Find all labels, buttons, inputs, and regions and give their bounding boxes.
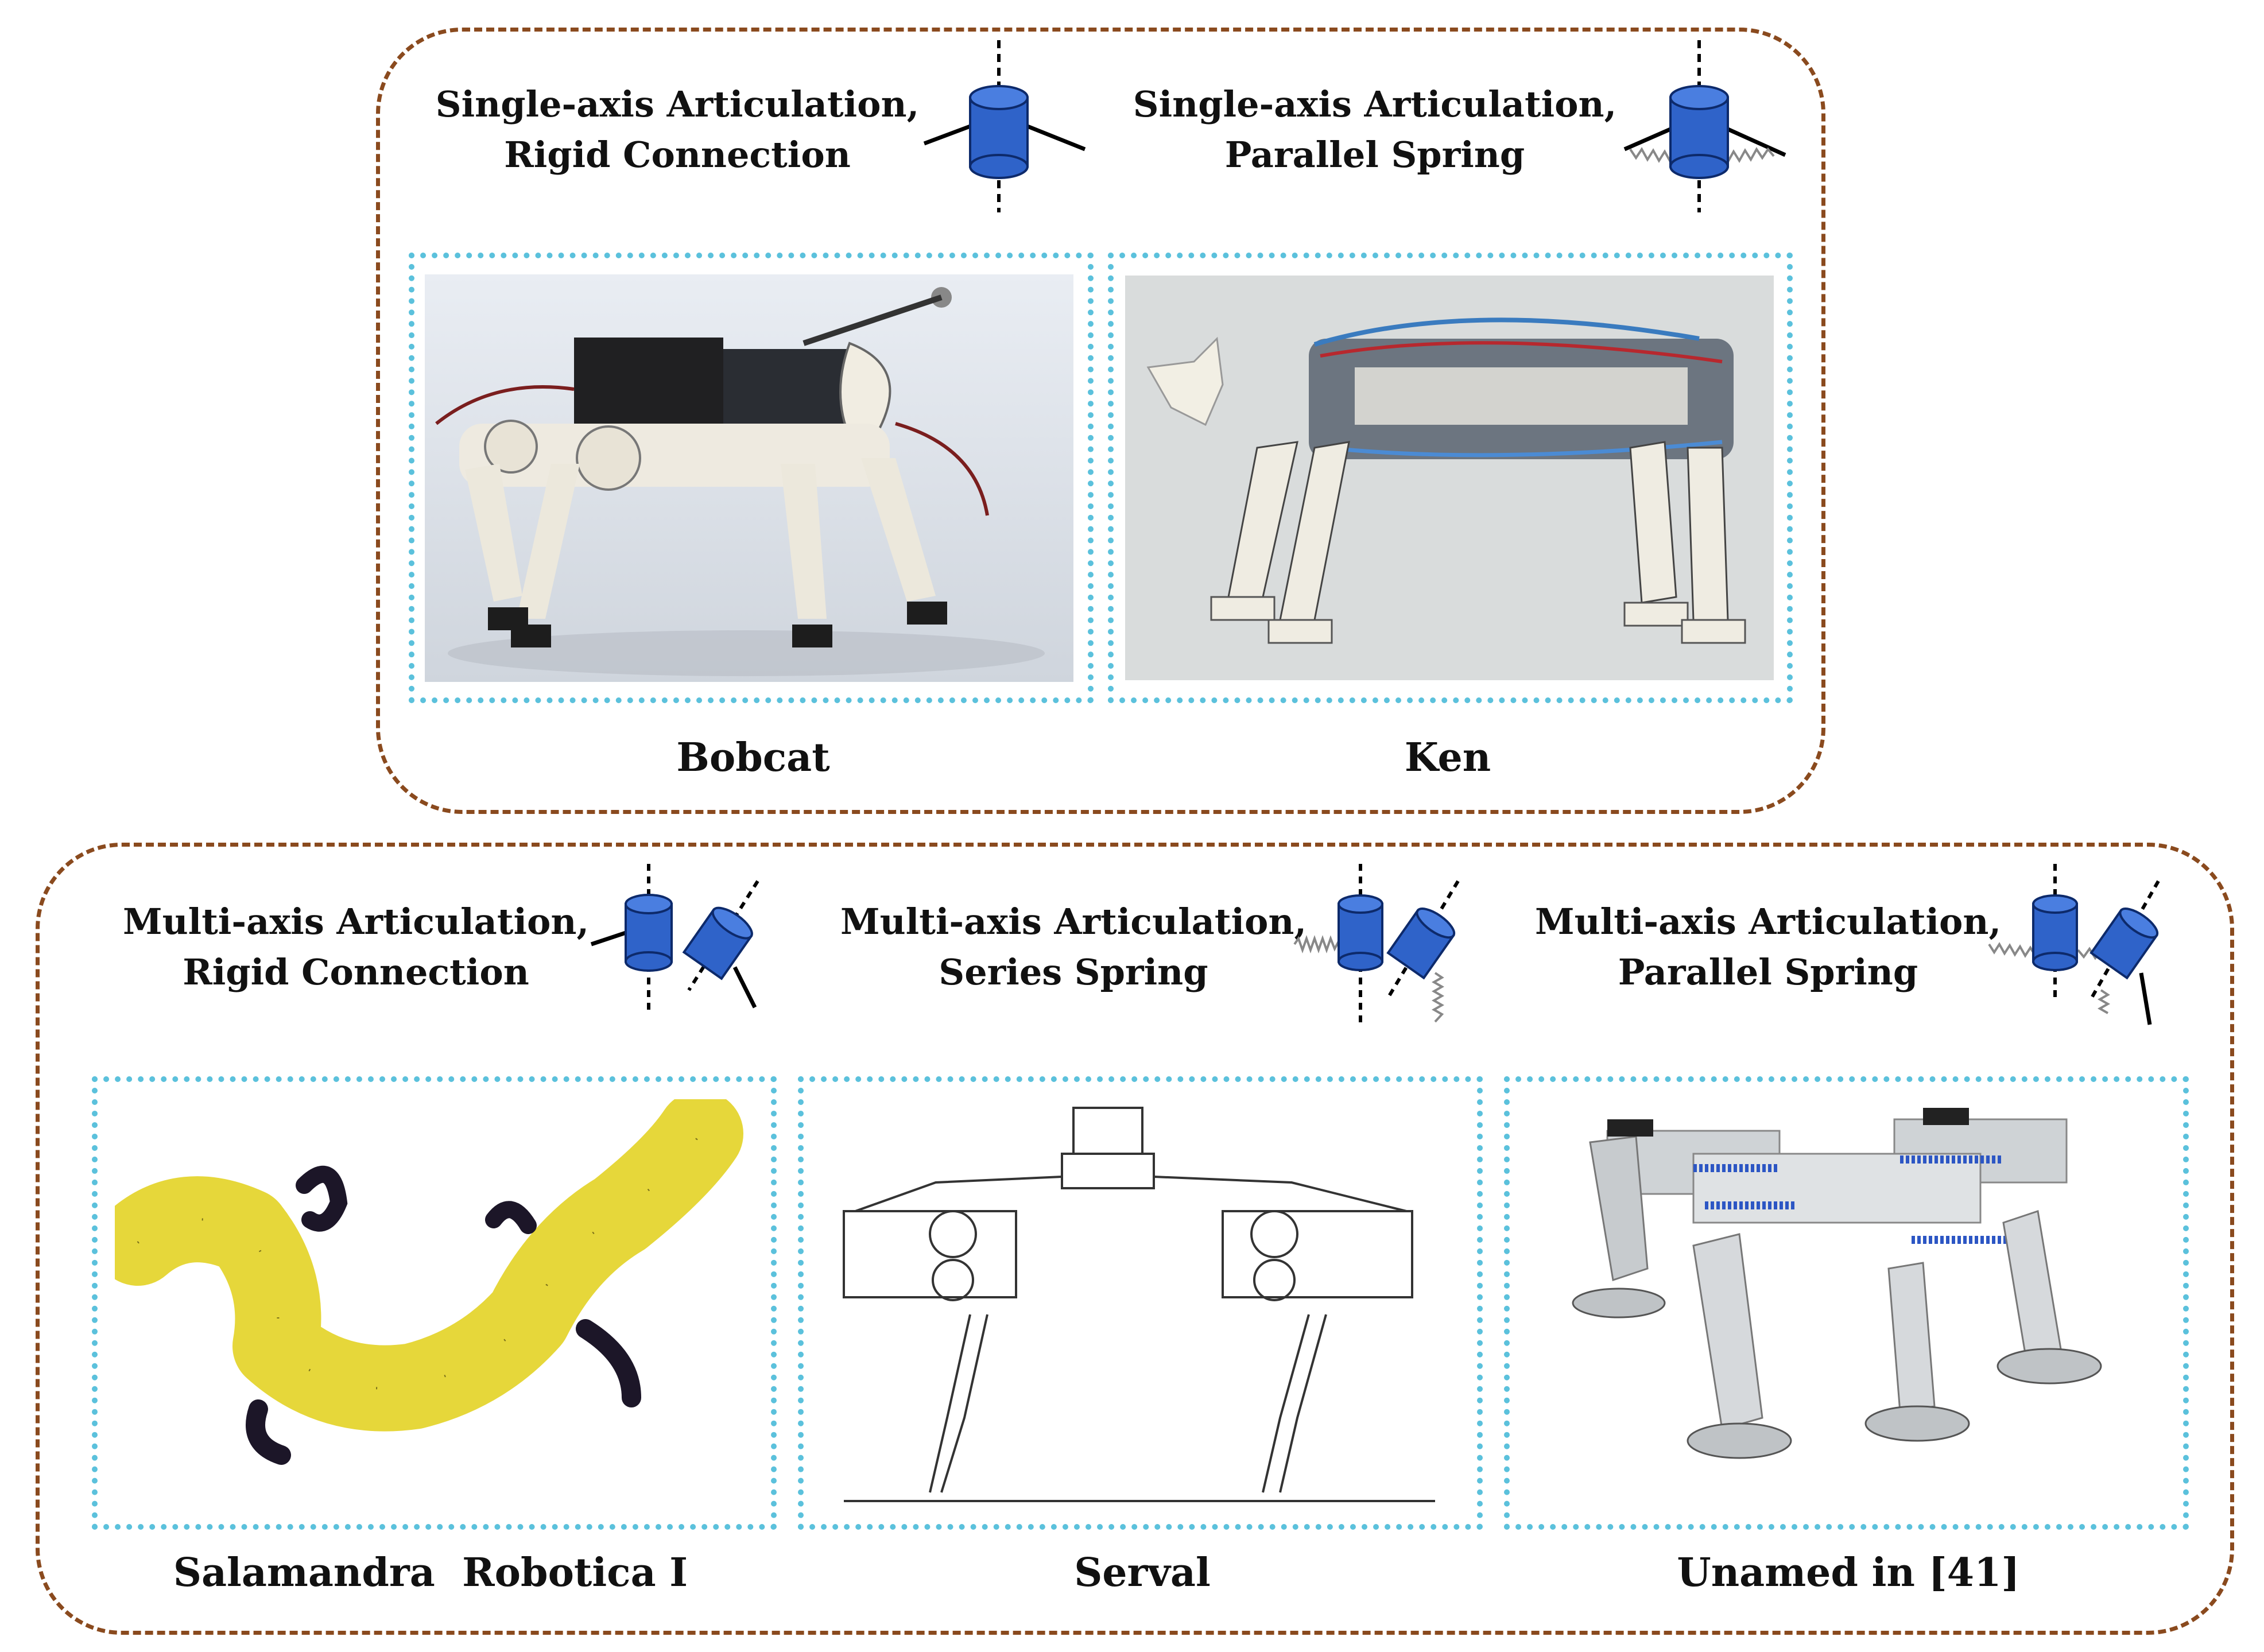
single-axis-parallel-spring-joint-icon bbox=[1623, 40, 1786, 212]
joint-type-label-salamandra: Multi-axis Articulation, Rigid Connectio… bbox=[109, 897, 603, 998]
multi-axis-group bbox=[36, 843, 2234, 1635]
caption-salamandra: Salamandra Robotica I bbox=[173, 1550, 688, 1596]
joint-label-line1: Single-axis Articulation, bbox=[435, 83, 920, 125]
bobcat-robot-image bbox=[425, 274, 1073, 682]
caption-bobcat: Bobcat bbox=[676, 735, 830, 781]
joint-label-line1: Multi-axis Articulation, bbox=[122, 901, 590, 943]
joint-type-label-bobcat: Single-axis Articulation, Rigid Connecti… bbox=[425, 79, 930, 180]
ken-robot-image bbox=[1125, 276, 1774, 680]
joint-type-label-ken: Single-axis Articulation, Parallel Sprin… bbox=[1122, 79, 1627, 180]
joint-label-line2: Rigid Connection bbox=[183, 951, 529, 993]
multi-axis-rigid-joint-icon bbox=[590, 864, 759, 1013]
multi-axis-series-spring-joint-icon bbox=[1293, 864, 1460, 1025]
joint-type-label-serval: Multi-axis Articulation, Series Spring bbox=[827, 897, 1320, 998]
single-axis-rigid-joint-icon bbox=[923, 40, 1086, 212]
joint-type-label-unamed: Multi-axis Articulation, Parallel Spring bbox=[1521, 897, 2015, 998]
joint-label-line2: Parallel Spring bbox=[1224, 134, 1525, 176]
caption-unamed: Unamed in [41] bbox=[1677, 1550, 2020, 1596]
joint-label-line2: Rigid Connection bbox=[504, 134, 851, 176]
joint-label-line1: Multi-axis Articulation, bbox=[1534, 901, 2002, 943]
caption-ken: Ken bbox=[1404, 735, 1491, 781]
multi-axis-parallel-spring-joint-icon bbox=[1988, 864, 2160, 1025]
salamandra-robot-image bbox=[115, 1099, 752, 1507]
joint-label-line2: Series Spring bbox=[939, 951, 1208, 993]
joint-label-line1: Single-axis Articulation, bbox=[1133, 83, 1617, 125]
joint-label-line2: Parallel Spring bbox=[1618, 951, 1918, 993]
caption-serval: Serval bbox=[1074, 1550, 1211, 1596]
unamed-robot-render bbox=[1521, 1096, 2170, 1510]
joint-label-line1: Multi-axis Articulation, bbox=[840, 901, 1307, 943]
single-axis-group bbox=[376, 28, 1825, 814]
serval-robot-drawing bbox=[821, 1096, 1458, 1510]
